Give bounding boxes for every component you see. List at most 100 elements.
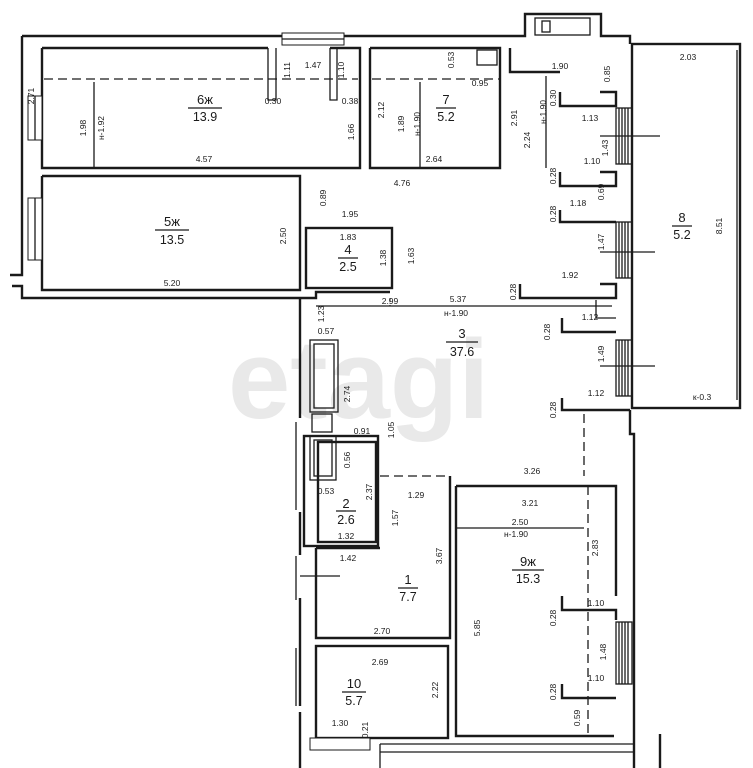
dimension-label: 8.51 xyxy=(714,217,724,234)
dimension-label: 4.57 xyxy=(196,154,213,164)
dimension-label: 1.49 xyxy=(596,345,606,362)
room-3-elements xyxy=(300,290,585,481)
room-number: 4 xyxy=(344,242,351,257)
window xyxy=(309,737,371,751)
dimension-label: 1.43 xyxy=(600,139,610,156)
dimension-label: 2.22 xyxy=(430,681,440,698)
room-number: 2 xyxy=(342,496,349,511)
dimension-label: 1.98 xyxy=(78,119,88,136)
dimension-label: 1.83 xyxy=(340,232,357,242)
room-area: 2.6 xyxy=(337,513,354,527)
dimension-label: 2.74 xyxy=(342,385,352,402)
room-number: 5ж xyxy=(164,214,180,229)
dimension-label: 1.10 xyxy=(584,156,601,166)
dimension-label: 1.05 xyxy=(386,421,396,438)
room-number: 6ж xyxy=(197,92,213,107)
dimension-label: 1.10 xyxy=(588,598,605,608)
dimension-label: 5.20 xyxy=(164,278,181,288)
room-number: 9ж xyxy=(520,554,536,569)
dimension-label: 1.30 xyxy=(332,718,349,728)
dimension-label: 2.69 xyxy=(372,657,389,667)
dimension-label: 0.57 xyxy=(318,326,335,336)
room-area: 5.7 xyxy=(345,694,362,708)
dimension-label: 1.12 xyxy=(582,312,599,322)
vent-box xyxy=(534,17,591,36)
dimension-label: 0.28 xyxy=(508,283,518,300)
dimension-label: 0.89 xyxy=(318,189,328,206)
room-area: 5.2 xyxy=(437,110,454,124)
dimension-label: 1.95 xyxy=(342,209,359,219)
dimension-label: н-1.92 xyxy=(96,116,106,140)
room-label-3: 3 37.6 xyxy=(446,326,478,359)
dimension-label: 2.12 xyxy=(376,101,386,118)
room-4-walls xyxy=(304,226,394,290)
room-7-walls xyxy=(368,46,502,170)
dimension-label: н-1.90 xyxy=(412,112,422,136)
dimension-label: 0.53 xyxy=(446,51,456,68)
dimension-label: 1.47 xyxy=(305,60,322,70)
dimension-label: н-1.90 xyxy=(538,100,548,124)
dimension-label: 0.28 xyxy=(548,401,558,418)
room-2-inner xyxy=(316,440,378,544)
dimension-label: 0.53 xyxy=(318,486,335,496)
dimension-label: 2.03 xyxy=(680,52,697,62)
dimension-label: 0.95 xyxy=(472,78,489,88)
dimension-label: 5.37 xyxy=(450,294,467,304)
dimension-lines xyxy=(93,76,612,529)
dimension-label: 0.69 xyxy=(596,183,606,200)
room-area: 13.5 xyxy=(160,233,184,247)
dimension-label: 2.99 xyxy=(382,296,399,306)
room-number: 8 xyxy=(678,210,685,225)
shaft-box xyxy=(476,49,498,66)
dimension-label: 0.28 xyxy=(542,323,552,340)
dimension-label: 0.28 xyxy=(548,205,558,222)
dimension-label: 0.56 xyxy=(342,451,352,468)
room-area: 5.2 xyxy=(673,228,690,242)
dimension-label: 3.21 xyxy=(522,498,539,508)
dimension-label: 1.11 xyxy=(282,62,292,78)
dimension-label: 5.85 xyxy=(472,619,482,636)
dimension-label: 0.85 xyxy=(602,65,612,82)
dimension-label: 1.23 xyxy=(316,305,326,322)
room-label-1: 1 7.7 xyxy=(398,572,418,604)
dimension-label: 0.30 xyxy=(548,89,558,106)
dimension-label: 1.32 xyxy=(338,531,355,541)
dimension-label: 2.71 xyxy=(26,87,36,104)
dimension-label: 2.83 xyxy=(590,539,600,556)
dimension-label: к-0.3 xyxy=(693,392,712,402)
room-label-8: 8 5.2 xyxy=(672,210,692,242)
dimension-label: 1.57 xyxy=(390,509,400,526)
room-number: 3 xyxy=(458,326,465,341)
dimension-label: 1.47 xyxy=(596,233,606,250)
room-area: 15.3 xyxy=(516,572,540,586)
dimension-label: 0.59 xyxy=(572,709,582,726)
dimension-label: 0.21 xyxy=(360,721,370,738)
vent-inner xyxy=(541,20,551,33)
dimension-labels: 2.71 1.98 н-1.92 1.11 1.47 1.10 0.30 0.3… xyxy=(26,51,724,738)
watermark: etagi xyxy=(228,317,489,442)
dimension-label: 3.67 xyxy=(434,547,444,564)
room-label-10: 10 5.7 xyxy=(342,676,366,708)
dimension-label: 2.24 xyxy=(522,131,532,148)
dimension-label: н-1.90 xyxy=(444,308,468,318)
dimension-label: н-1.90 xyxy=(504,529,528,539)
room-label-6: 6ж 13.9 xyxy=(188,92,222,124)
room-number: 7 xyxy=(442,92,449,107)
dimension-label: 2.91 xyxy=(509,109,519,126)
room-area: 13.9 xyxy=(193,110,217,124)
dimension-label: 1.13 xyxy=(582,113,599,123)
stair-hatch xyxy=(615,621,633,685)
room-2-walls xyxy=(302,434,380,548)
room-label-7: 7 5.2 xyxy=(436,92,456,124)
dimension-label: 2.70 xyxy=(374,626,391,636)
dimension-label: 2.37 xyxy=(364,483,374,500)
room-9-walls xyxy=(454,484,618,738)
dimension-label: 1.38 xyxy=(378,249,388,266)
room-1-walls xyxy=(314,476,452,640)
dimension-label: 1.48 xyxy=(598,643,608,660)
dimension-label: 1.12 xyxy=(588,388,605,398)
room-area: 7.7 xyxy=(399,590,416,604)
dimension-label: 1.66 xyxy=(346,123,356,140)
dimension-label: 1.10 xyxy=(588,673,605,683)
